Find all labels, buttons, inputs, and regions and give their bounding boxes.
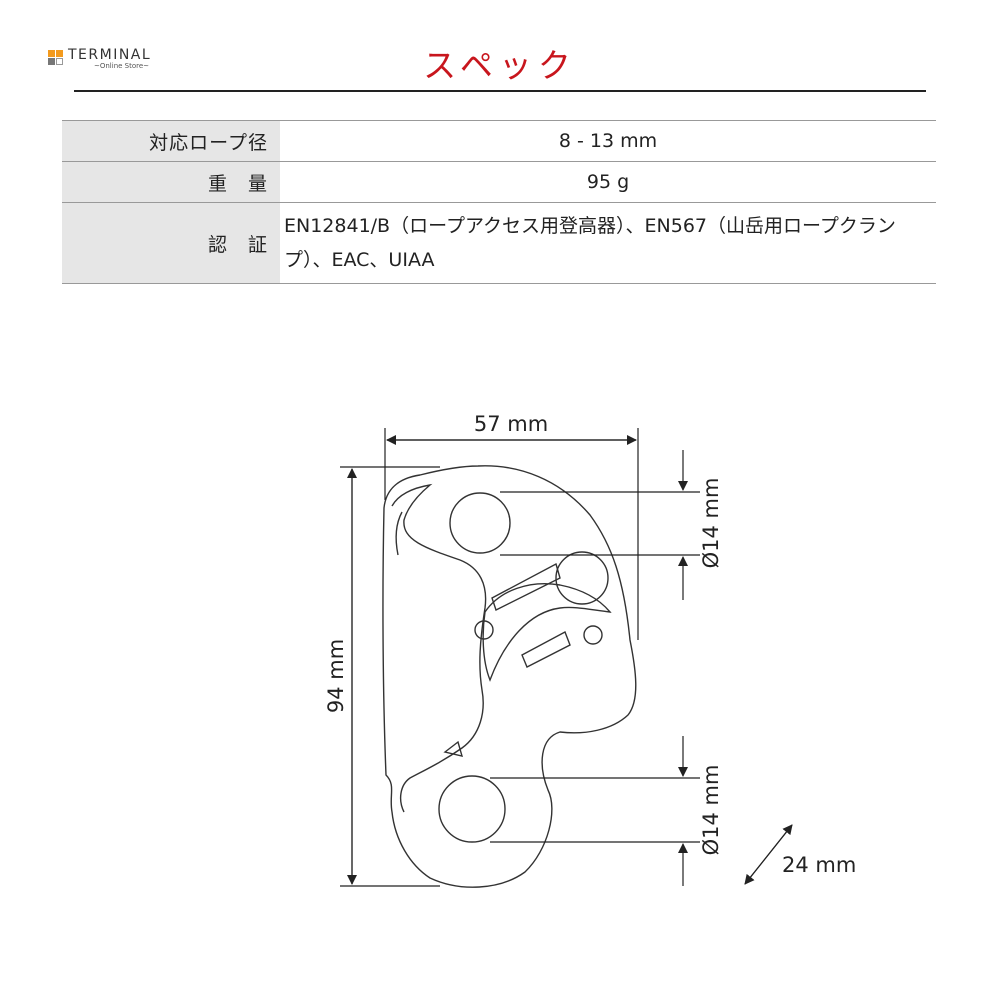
width-dimension (384, 428, 639, 640)
height-label: 94 mm (324, 639, 348, 713)
top-hole-dimension (500, 450, 700, 600)
right-rivet (583, 625, 603, 645)
spec-value: 8 - 13 mm (280, 120, 936, 162)
spec-row-certification: 認 証 EN12841/B（ロープアクセス用登高器）、EN567（山岳用ロープク… (62, 202, 936, 284)
height-dimension (340, 466, 440, 887)
page-title: スペック (423, 46, 577, 85)
top-hole-label: Ø14 mm (699, 478, 723, 569)
logo-subtitle: ~Online Store~ (94, 62, 150, 70)
spec-label: 認 証 (62, 202, 280, 284)
bottom-hole (438, 775, 506, 843)
spec-table: 対応ロープ径 8 - 13 mm 重 量 95 g 認 証 EN12841/B（… (62, 120, 936, 284)
spec-row-rope-diameter: 対応ロープ径 8 - 13 mm (62, 120, 936, 162)
spec-label: 重 量 (62, 161, 280, 203)
top-hole (449, 492, 511, 554)
depth-dimension (744, 824, 793, 885)
spec-value: EN12841/B（ロープアクセス用登高器）、EN567（山岳用ロープクランプ）… (280, 202, 936, 284)
store-logo[interactable]: TERMINAL ~Online Store~ (48, 48, 188, 78)
title-divider (74, 90, 926, 92)
left-rivet (474, 620, 494, 640)
top-roller (555, 551, 609, 605)
bottom-hole-dimension (490, 736, 700, 886)
device-outline (382, 465, 637, 888)
spec-label: 対応ロープ径 (62, 120, 280, 162)
width-label: 57 mm (474, 412, 548, 436)
depth-label: 24 mm (782, 853, 856, 877)
logo-name: TERMINAL (68, 47, 152, 63)
logo-mark-icon (48, 50, 66, 68)
bottom-hole-label: Ø14 mm (699, 765, 723, 856)
